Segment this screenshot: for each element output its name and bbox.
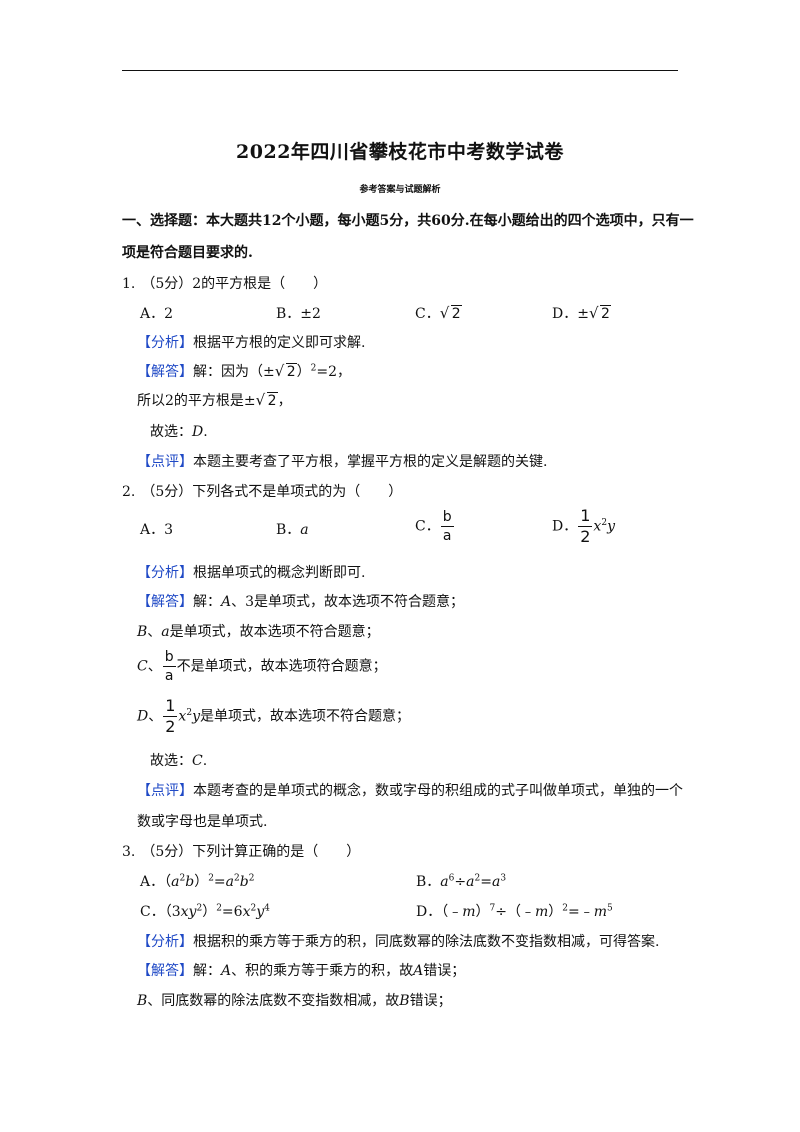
q1-option-d-label: D． [552, 306, 578, 322]
q2-option-b: B．a [276, 522, 309, 538]
q1-number: 1. [122, 276, 136, 292]
q3-stem-line: 3. （5分）下列计算正确的是（ ） [122, 841, 360, 861]
sqrt-symbol: √2 [255, 391, 278, 409]
q2-choice: 故选：C. [150, 753, 208, 769]
page-subtitle: 参考答案与试题解析 [359, 185, 441, 195]
q2-option-a: A．3 [140, 522, 174, 538]
q2-answer-a: 【解答】解：A、3是单项式，故本选项不符合题意； [137, 594, 465, 610]
q1-answer-line1: 【解答】解：因为（±√2）2=2， [137, 362, 352, 380]
sqrt-symbol: √2 [588, 304, 611, 322]
answer-tag: 【解答】 [137, 963, 193, 979]
q3-stem: （5分）下列计算正确的是（ ） [141, 844, 361, 860]
q1-stem-line: 1. （5分）2的平方根是（ ） [122, 273, 327, 293]
sqrt-symbol: √2 [274, 362, 297, 380]
comment-tag: 【点评】 [137, 783, 193, 799]
q2-stem-line: 2. （5分）下列各式不是单项式的为（ ） [122, 481, 402, 501]
q3-option-a: A．（a2b）2=a2b2 [140, 873, 255, 890]
q3-option-d: D．（﹣m）7÷（﹣m）2=﹣m5 [416, 903, 613, 920]
q2-answer-b: B、a是单项式，故本选项不符合题意； [137, 624, 380, 640]
q1-stem: （5分）2的平方根是（ ） [141, 276, 328, 292]
q2-comment-line2: 数或字母也是单项式. [137, 814, 268, 830]
answer-tag: 【解答】 [137, 364, 193, 380]
section-heading-line1: 一、选择题：本大题共12个小题，每小题5分，共60分.在每小题给出的四个选项中，… [122, 213, 694, 229]
q1-choice: 故选：D. [150, 424, 208, 440]
analysis-tag: 【分析】 [137, 934, 193, 950]
q1-comment: 【点评】本题主要考查了平方根，掌握平方根的定义是解题的关键. [137, 454, 548, 470]
q1-option-a: A．2 [140, 306, 174, 322]
q1-answer-line2: 所以2的平方根是±√2， [137, 391, 292, 409]
q1-option-d: D．±√2 [552, 304, 611, 322]
q3-number: 3. [122, 844, 136, 860]
section-heading-line2: 项是符合题目要求的. [122, 245, 253, 261]
q2-analysis: 【分析】根据单项式的概念判断即可. [137, 565, 366, 581]
sqrt-symbol: √2 [439, 304, 462, 322]
q3-analysis: 【分析】根据积的乘方等于乘方的积，同底数幂的除法底数不变指数相减，可得答案. [137, 934, 660, 950]
comment-tag: 【点评】 [137, 454, 193, 470]
page-title: 2022年四川省攀枝花市中考数学试卷 [236, 141, 564, 163]
q2-comment-line1: 【点评】本题考查的是单项式的概念，数或字母的积组成的式子叫做单项式，单独的一个 [137, 783, 683, 799]
q1-option-c: C．√2 [415, 303, 462, 323]
answer-tag: 【解答】 [137, 594, 193, 610]
q1-option-b: B．±2 [276, 306, 321, 322]
analysis-tag: 【分析】 [137, 565, 193, 581]
q3-answer-b: B、同底数幂的除法底数不变指数相减，故B错误； [137, 993, 452, 1009]
analysis-tag: 【分析】 [137, 335, 193, 351]
q2-stem: （5分）下列各式不是单项式的为（ ） [141, 484, 403, 500]
q3-answer-a: 【解答】解：A、积的乘方等于乘方的积，故A错误； [137, 963, 466, 979]
q1-analysis: 【分析】根据平方根的定义即可求解. [137, 335, 366, 351]
header-rule [122, 70, 678, 71]
q3-option-c: C．（3xy2）2=6x2y4 [140, 903, 270, 920]
q1-option-c-label: C． [415, 306, 440, 322]
q2-number: 2. [122, 484, 136, 500]
q3-option-b: B．a6÷a2=a3 [416, 873, 507, 890]
